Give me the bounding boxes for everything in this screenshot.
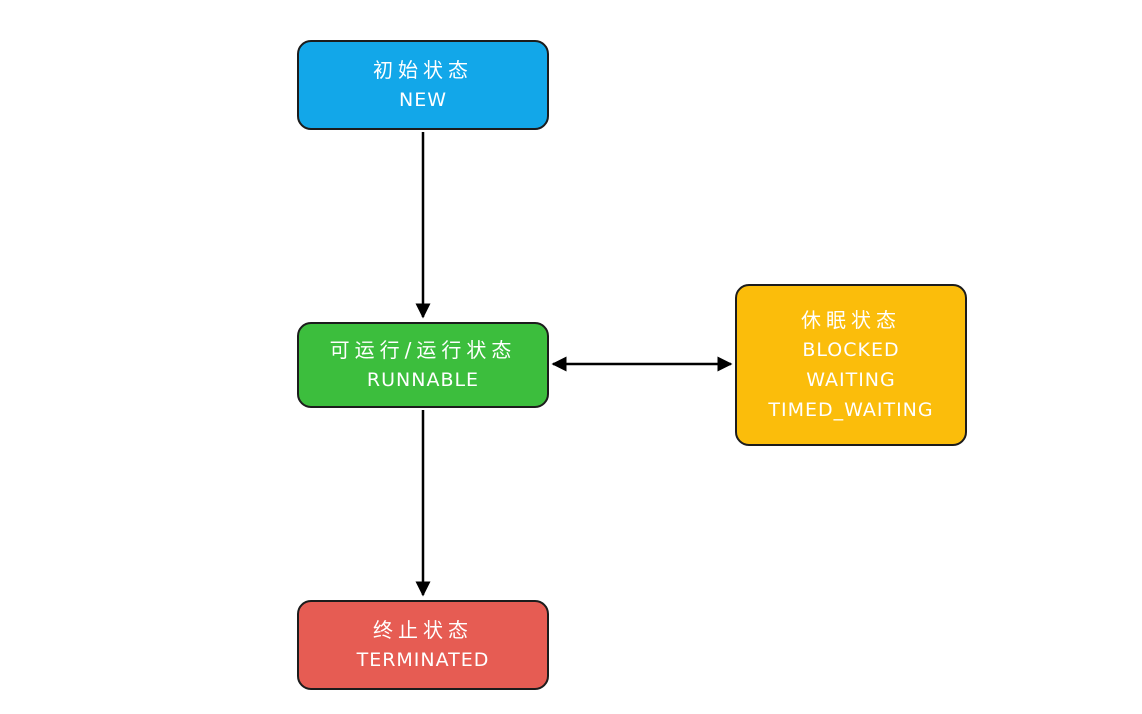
node-new-label-zh: 初始状态 (373, 58, 473, 82)
node-new-label-en: NEW (398, 89, 447, 111)
node-runnable-state: 可运行/运行状态 RUNNABLE (297, 322, 549, 408)
node-sleeping-label-timed-waiting: TIMED_WAITING (768, 399, 934, 421)
node-sleeping-state: 休眠状态 BLOCKED WAITING TIMED_WAITING (735, 284, 967, 446)
node-terminated-state: 终止状态 TERMINATED (297, 600, 549, 690)
node-terminated-label-en: TERMINATED (356, 649, 490, 671)
node-new-state: 初始状态 NEW (297, 40, 549, 130)
node-runnable-label-en: RUNNABLE (366, 369, 480, 391)
node-sleeping-label-waiting: WAITING (806, 369, 896, 391)
node-terminated-label-zh: 终止状态 (373, 618, 473, 642)
node-runnable-label-zh: 可运行/运行状态 (329, 338, 517, 362)
node-sleeping-label-zh: 休眠状态 (801, 308, 901, 332)
node-sleeping-label-blocked: BLOCKED (802, 339, 900, 361)
